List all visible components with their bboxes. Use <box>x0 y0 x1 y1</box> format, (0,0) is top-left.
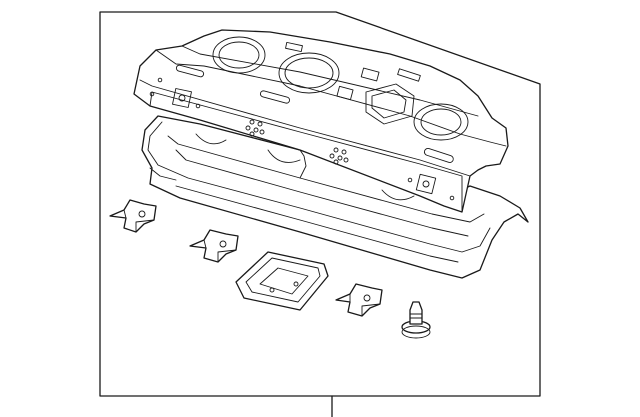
bracket-left <box>109 199 157 233</box>
bracket-center <box>189 229 239 263</box>
callout-frame <box>99 11 541 417</box>
bracket-right <box>335 283 383 317</box>
lower-rear-panel <box>141 115 529 279</box>
rear-shelf-panel <box>133 29 509 213</box>
push-clip-fastener <box>401 301 431 339</box>
recessed-cover-plate <box>235 251 329 311</box>
